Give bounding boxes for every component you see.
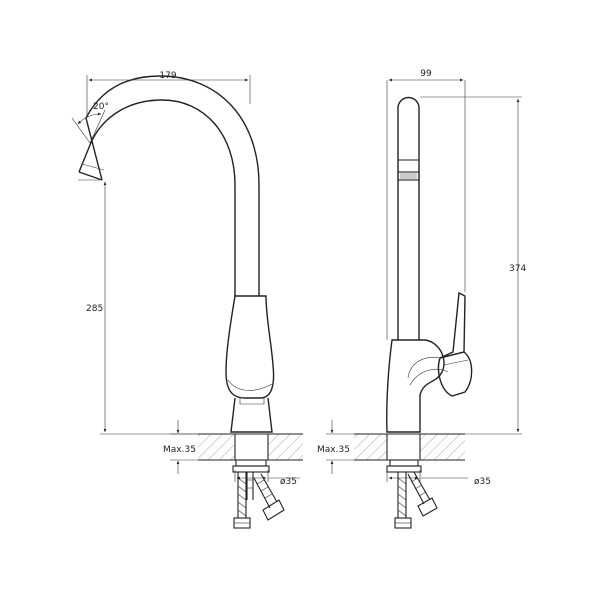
dim-side-height-label: 374	[509, 264, 526, 274]
front-spout	[78, 75, 260, 296]
front-view: 179 20° 285 Max.35	[71, 71, 303, 529]
side-view: 99 374 Max.35 ø35	[317, 69, 526, 529]
dim-side-width: 99	[386, 69, 466, 340]
dim-side-max-thickness-label: Max.35	[317, 445, 350, 455]
dim-front-hole-label: ø35	[280, 477, 297, 487]
front-countertop	[198, 433, 303, 461]
dim-side-hole: ø35	[386, 470, 491, 487]
front-body	[225, 295, 275, 433]
dim-front-width-label: 179	[159, 71, 176, 81]
dim-side-width-label: 99	[420, 69, 432, 79]
dim-side-height: 374	[420, 96, 526, 435]
side-body	[386, 339, 449, 433]
dim-spout-angle: 20°	[71, 102, 109, 144]
dim-front-height-label: 285	[86, 304, 103, 314]
dim-front-max-thickness: Max.35	[163, 420, 198, 474]
side-mounting	[386, 459, 438, 529]
front-mounting	[232, 459, 285, 529]
side-countertop	[354, 433, 465, 461]
dim-front-height: 285	[78, 179, 198, 435]
dim-front-hole: ø35	[234, 470, 300, 487]
dim-spout-angle-label: 20°	[93, 102, 109, 112]
side-spout	[397, 96, 420, 340]
dim-front-width: 179	[86, 71, 251, 116]
dim-front-max-thickness-label: Max.35	[163, 445, 196, 455]
dim-side-hole-label: ø35	[474, 477, 491, 487]
side-lever-handle	[437, 291, 473, 397]
dim-side-max-thickness: Max.35	[317, 420, 354, 474]
